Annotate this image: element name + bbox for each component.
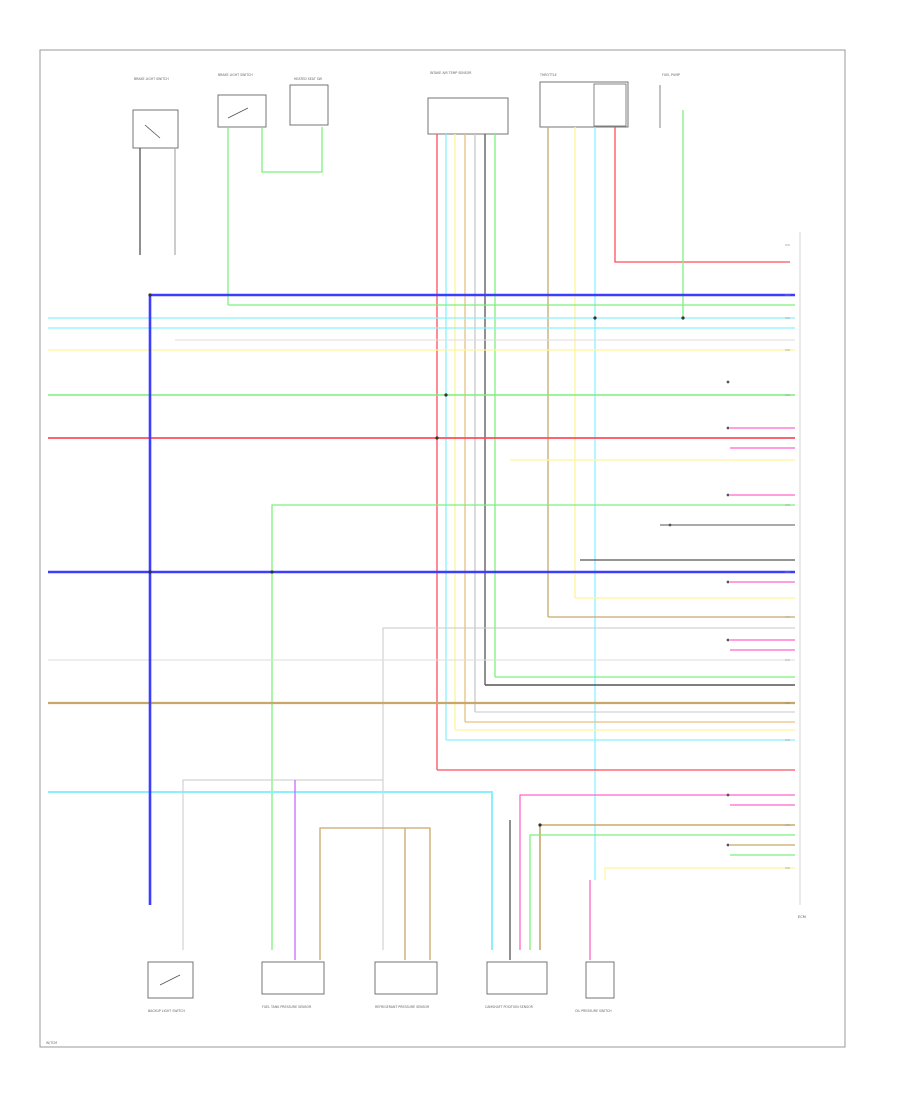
top-component-2: BRAKE LIGHT SWITCH: [217, 73, 267, 128]
bottom-component-4-label: CAMSHAFT POSITION SENSOR: [485, 1005, 534, 1009]
top-component-1: BRAKE LIGHT SWITCH: [132, 77, 179, 149]
top-component-6-label: FUEL PUMP: [662, 73, 680, 77]
top-component-3-label: HEATED SEAT SW: [294, 77, 323, 81]
top-component-5: THROTTLE: [539, 73, 629, 128]
bottom-component-5: OIL PRESSURE SWITCH: [575, 961, 615, 1013]
bottom-component-3: REFRIGERANT PRESSURE SENSOR: [374, 961, 438, 1009]
top-component-4: INTAKE AIR TEMP SENSOR: [427, 71, 509, 135]
bottom-component-2: FUEL TANK PRESSURE SENSOR: [261, 961, 325, 1009]
top-vertical-wires: [139, 110, 790, 880]
bottom-vertical-wires: [294, 780, 591, 960]
bottom-component-4: CAMSHAFT POSITION SENSOR: [485, 961, 548, 1009]
splice-points: [148, 293, 685, 827]
top-component-6: FUEL PUMP: [659, 73, 680, 128]
horizontal-bus-wires: [48, 293, 795, 950]
bottom-component-1: BACKUP LIGHT SWITCH: [147, 961, 194, 1013]
top-component-1-label: BRAKE LIGHT SWITCH: [134, 77, 169, 81]
page-reference: W/TCM: [46, 1041, 57, 1045]
bottom-component-5-label: OIL PRESSURE SWITCH: [575, 1009, 612, 1013]
sub-connector-markers: [668, 380, 730, 847]
diagram-frame: [39, 49, 846, 1048]
bottom-component-2-label: FUEL TANK PRESSURE SENSOR: [262, 1005, 312, 1009]
ecm-label: ECM: [798, 915, 806, 919]
top-component-4-label: INTAKE AIR TEMP SENSOR: [430, 71, 472, 75]
top-component-3: HEATED SEAT SW: [289, 77, 329, 126]
top-component-5-label: THROTTLE: [539, 73, 557, 77]
ecm-pin-ticks: [785, 244, 790, 869]
bottom-component-1-label: BACKUP LIGHT SWITCH: [148, 1009, 185, 1013]
bottom-component-3-label: REFRIGERANT PRESSURE SENSOR: [375, 1005, 430, 1009]
top-component-2-label: BRAKE LIGHT SWITCH: [218, 73, 253, 77]
